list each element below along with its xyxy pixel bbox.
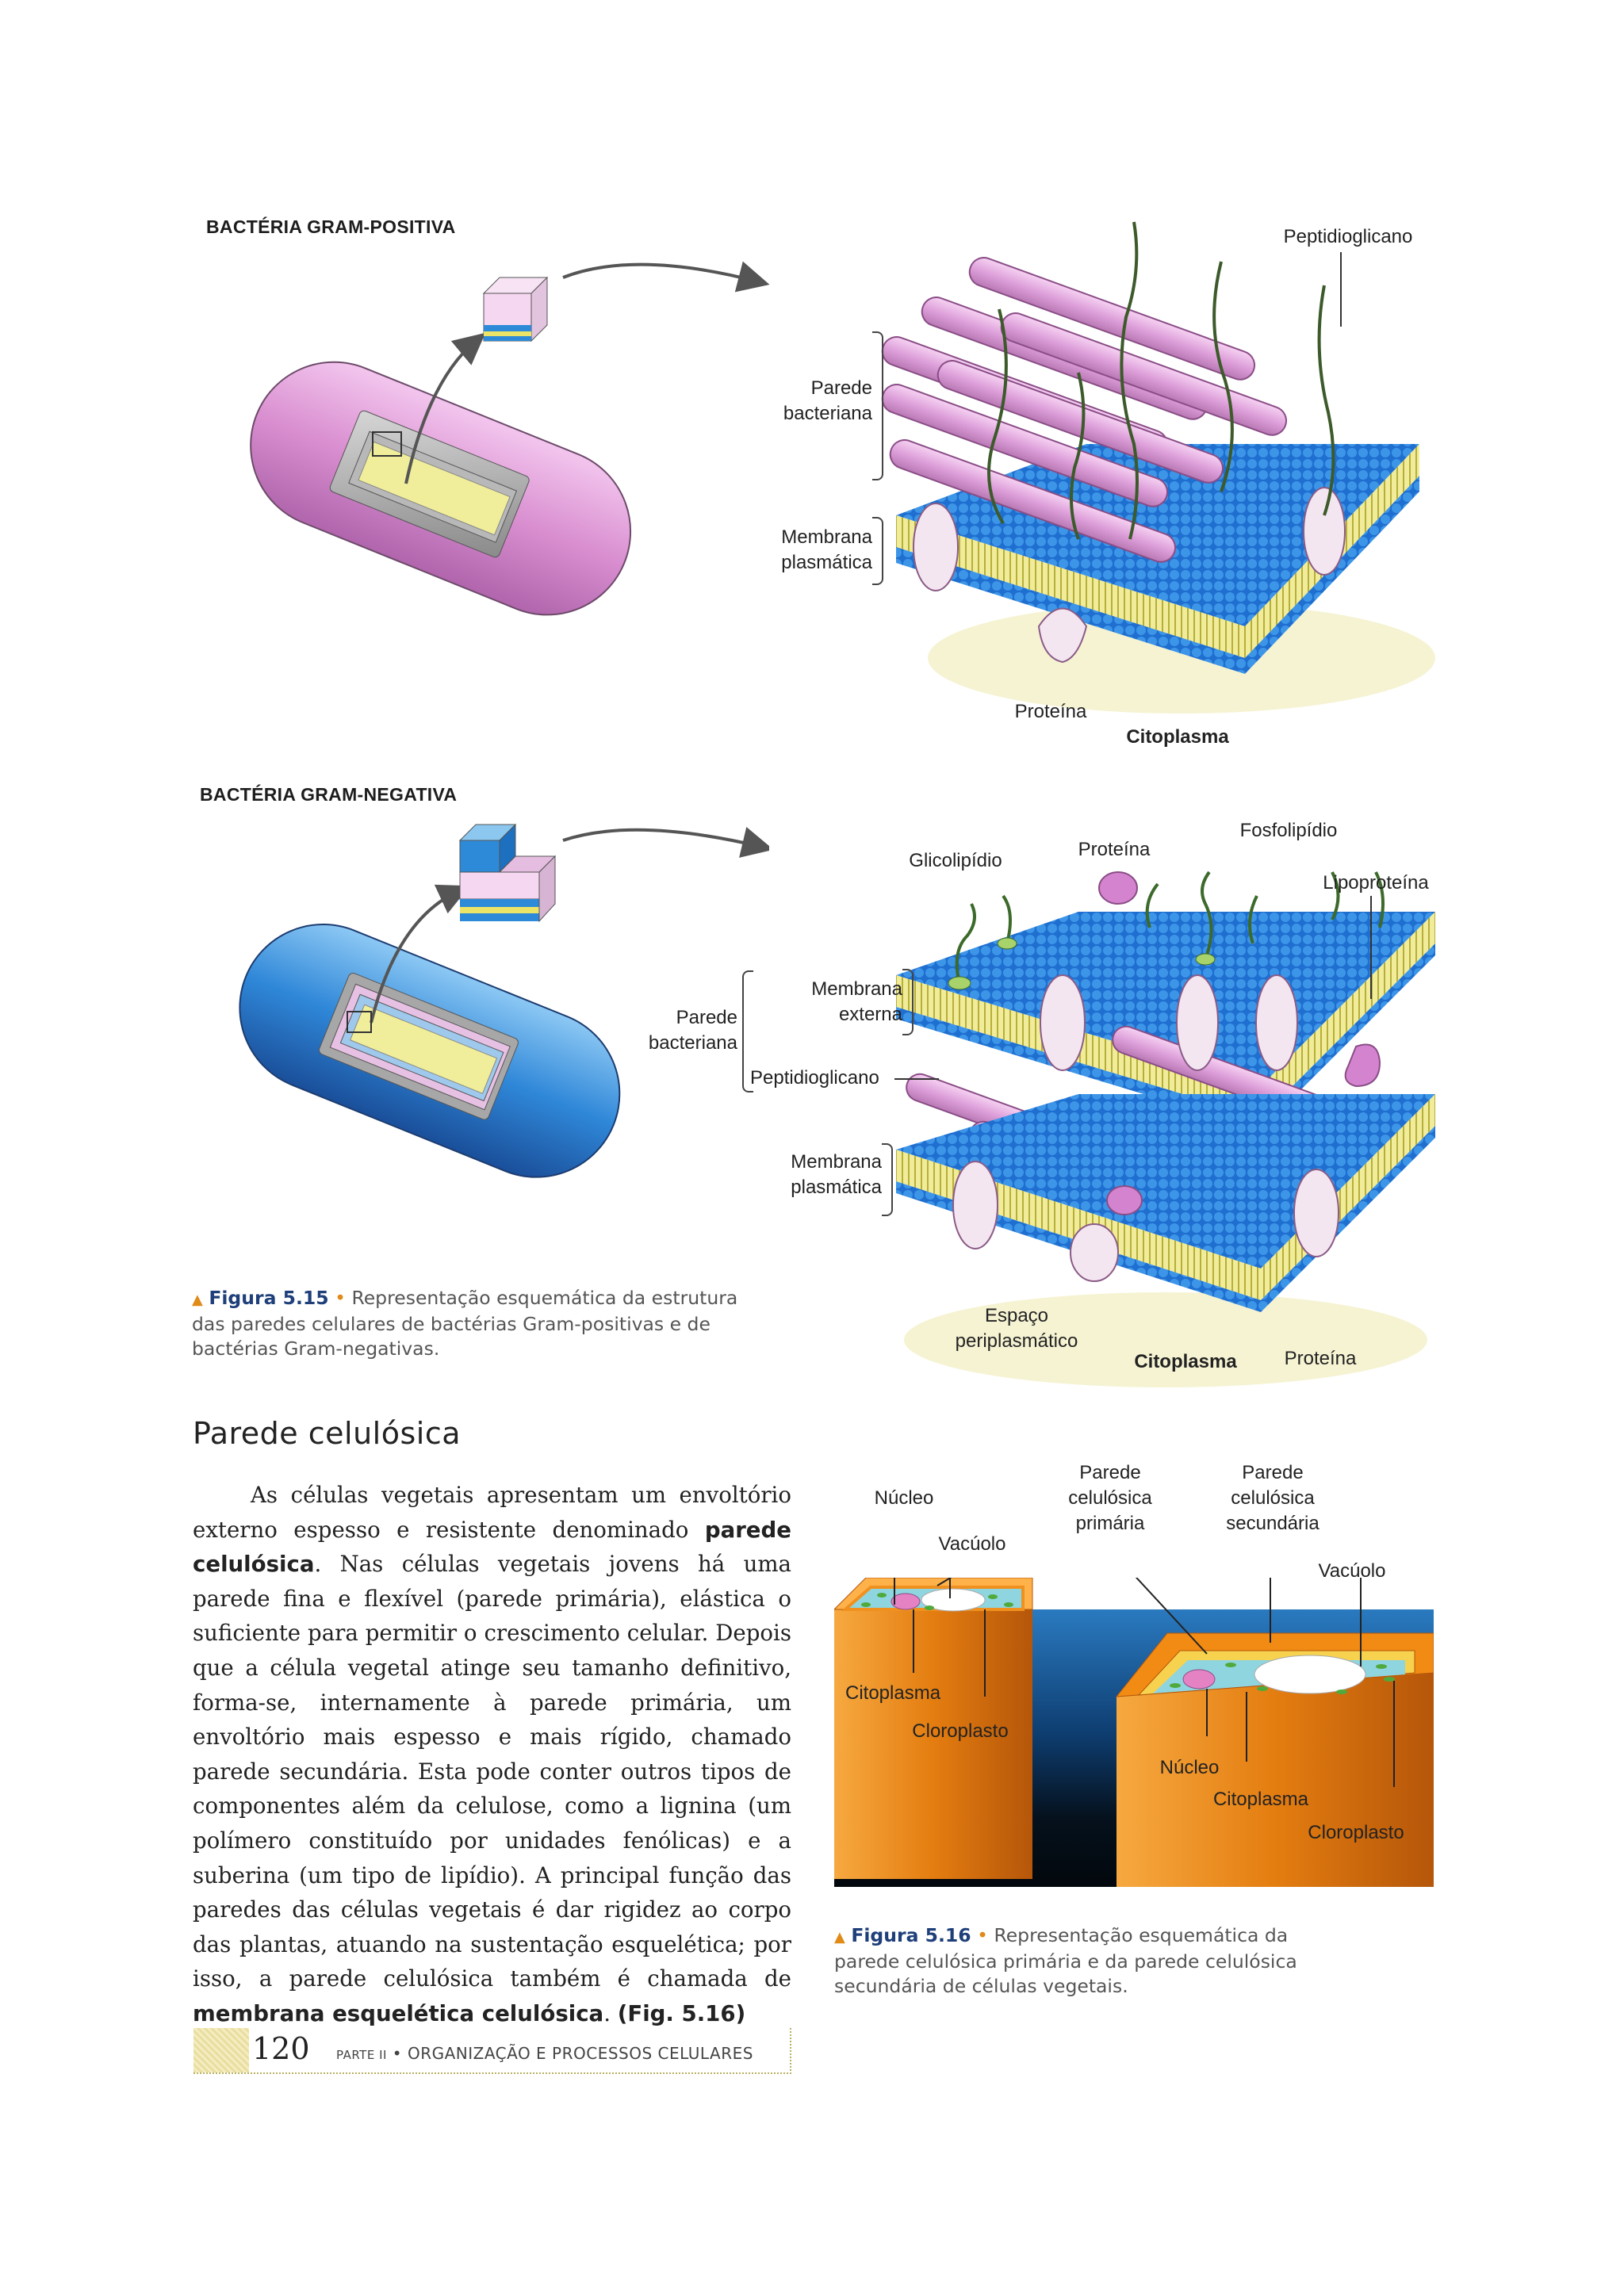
label-vacuolo-right: Vacúolo <box>1318 1560 1386 1582</box>
label-cloroplasto-bottom: Cloroplasto <box>1308 1822 1404 1843</box>
label-citoplasma-pos: Citoplasma <box>1126 726 1229 748</box>
gram-positive-wall-illustration <box>881 221 1435 714</box>
label-peptidoglicano-neg: Peptidioglicano <box>750 1067 879 1089</box>
page-number: 120 <box>252 2031 310 2066</box>
label-citoplasma-bottom: Citoplasma <box>1212 1789 1309 1810</box>
triangle-icon: ▲ <box>192 1292 203 1308</box>
label-proteina-neg-bottom: Proteína <box>1284 1348 1357 1369</box>
gram-negative-wall-illustration <box>896 871 1435 1387</box>
brace <box>882 1143 893 1216</box>
label-nucleo-top: Núcleo <box>874 1487 934 1509</box>
label-proteina-pos: Proteína <box>1014 701 1087 722</box>
footer-part: PARTE II <box>336 2048 387 2062</box>
label-parede-secundaria: Parede celulósica secundária <box>1226 1462 1320 1534</box>
brace <box>742 970 753 1093</box>
leader-line <box>894 1078 939 1080</box>
section-body: As células vegetais apresentam um envolt… <box>193 1478 791 2031</box>
label-citoplasma-neg: Citoplasma <box>1134 1351 1237 1372</box>
brace <box>872 517 883 585</box>
figure-5-15-caption: ▲ Figura 5.15 • Representação esquemátic… <box>192 1286 747 1361</box>
figure-5-15-caption-text: Representação esquemática da estrutura d… <box>192 1287 738 1360</box>
label-espaco-periplasmatico: Espaço periplasmático <box>955 1305 1078 1352</box>
footer-box <box>193 2028 791 2074</box>
gram-positive-bacterium-illustration <box>250 261 770 616</box>
label-membrana-plasmatica-neg: Membrana plasmática <box>791 1151 882 1198</box>
body-paragraph: As células vegetais apresentam um envolt… <box>193 1482 791 2026</box>
label-parede-bacteriana-pos: Parede bacteriana <box>783 377 872 424</box>
figure-5-16-caption: ▲ Figura 5.16 • Representação esquemátic… <box>834 1923 1358 1999</box>
bullet-icon: • <box>392 2044 408 2063</box>
label-membrana-externa: Membrana externa <box>811 978 902 1025</box>
label-membrana-plasmatica-pos: Membrana plasmática <box>781 526 872 573</box>
gram-negative-title: BACTÉRIA GRAM-NEGATIVA <box>200 784 458 805</box>
label-peptidoglicano-pos: Peptidioglicano <box>1283 226 1413 247</box>
label-fosfolipidio: Fosfolipídio <box>1239 820 1338 841</box>
bullet-icon: • <box>977 1924 988 1946</box>
label-nucleo-bottom: Núcleo <box>1159 1757 1220 1778</box>
leader-line <box>1340 252 1342 327</box>
label-citoplasma-left: Citoplasma <box>845 1682 941 1704</box>
leader-line <box>1370 896 1372 999</box>
label-vacuolo-top: Vacúolo <box>938 1533 1006 1555</box>
footer-running-head: PARTE II • ORGANIZAÇÃO E PROCESSOS CELUL… <box>336 2044 753 2063</box>
figure-5-15-label: Figura 5.15 <box>209 1287 329 1309</box>
label-parede-primaria: Parede celulósica primária <box>1068 1462 1152 1534</box>
brace <box>872 331 883 480</box>
gram-negative-bacterium-illustration <box>239 823 769 1178</box>
footer-title: ORGANIZAÇÃO E PROCESSOS CELULARES <box>407 2044 753 2063</box>
section-heading: Parede celulósica <box>193 1416 461 1451</box>
triangle-icon: ▲ <box>834 1929 845 1946</box>
brace <box>902 969 914 1035</box>
label-parede-bacteriana-neg: Parede bacteriana <box>648 1007 737 1054</box>
label-cloroplasto-left: Cloroplasto <box>912 1720 1009 1742</box>
figure-5-16-label: Figura 5.16 <box>851 1924 971 1946</box>
plant-cell-wall-illustration <box>834 1578 1434 1887</box>
gram-positive-title: BACTÉRIA GRAM-POSITIVA <box>206 216 456 237</box>
label-glicolipidio: Glicolipídio <box>909 850 1002 871</box>
label-lipoproteina: Lipoproteína <box>1323 872 1429 894</box>
page-number-background <box>193 2028 249 2072</box>
figure-5-16-caption-text: Representação esquemática da parede celu… <box>834 1924 1297 1997</box>
bullet-icon: • <box>335 1287 346 1309</box>
label-proteina-neg-top: Proteína <box>1078 839 1151 860</box>
